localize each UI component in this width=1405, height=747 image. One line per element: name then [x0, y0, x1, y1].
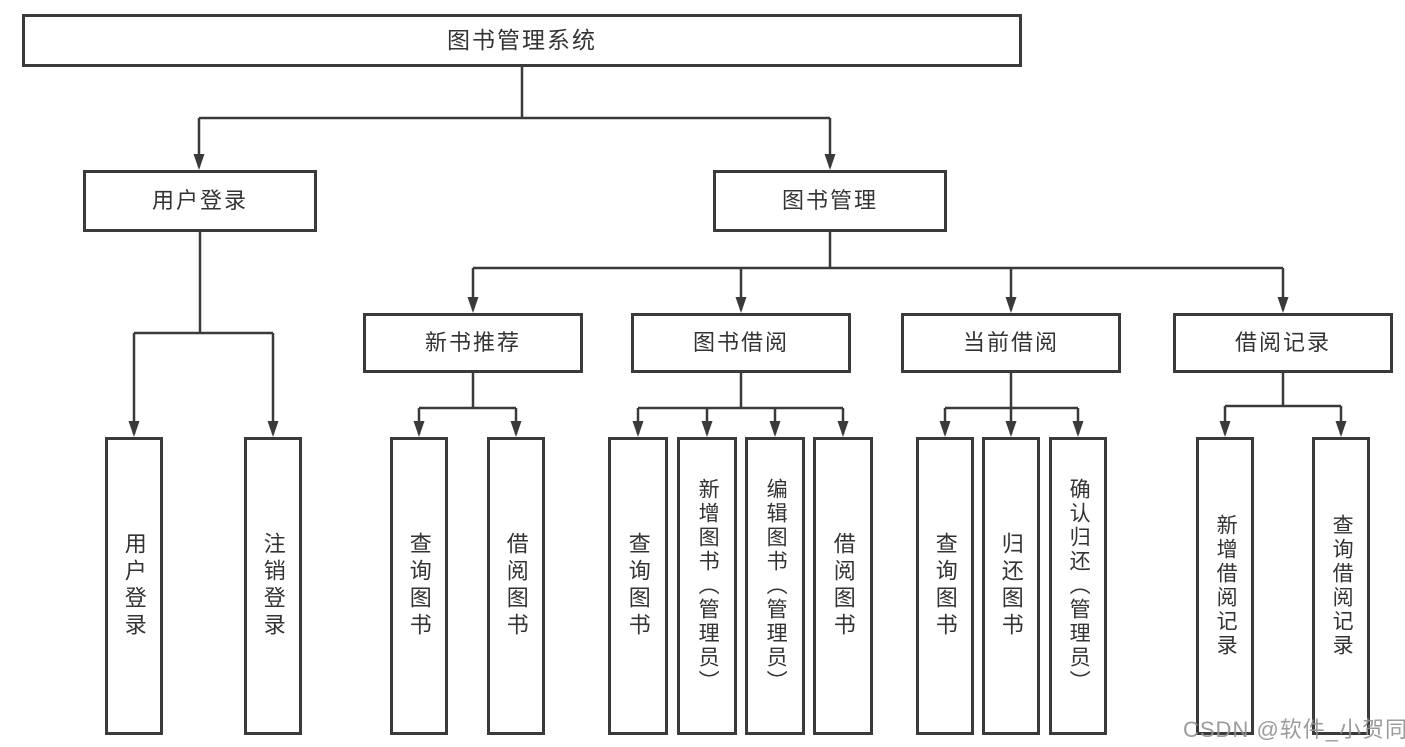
leaf-borrow-books: 借阅图书 [813, 437, 873, 735]
leaf-query-borrow-record: 查询借阅记录 [1312, 437, 1370, 735]
leaf-edit-books-admin: 编辑图书（管理员） [745, 437, 805, 735]
leaf-query-books-borrowing: 查询图书 [608, 437, 668, 735]
leaf-user-login: 用户登录 [105, 437, 163, 735]
leaf-add-borrow-record: 新增借阅记录 [1196, 437, 1254, 735]
leaf-logout: 注销登录 [244, 437, 302, 735]
leaf-return-books: 归还图书 [982, 437, 1040, 735]
node-library-management-system: 图书管理系统 [22, 14, 1022, 67]
node-book-management: 图书管理 [713, 170, 947, 232]
node-borrowing-records: 借阅记录 [1173, 313, 1393, 373]
node-book-borrowing: 图书借阅 [631, 313, 851, 373]
leaf-query-books-recommend: 查询图书 [390, 437, 448, 735]
leaf-add-books-admin: 新增图书（管理员） [677, 437, 737, 735]
node-current-borrowing: 当前借阅 [901, 313, 1121, 373]
leaf-query-books-current: 查询图书 [916, 437, 974, 735]
leaf-confirm-return-admin: 确认归还（管理员） [1049, 437, 1107, 735]
csdn-watermark: CSDN @软件_小贺同学 [1183, 717, 1405, 742]
node-new-book-recommendation: 新书推荐 [363, 313, 583, 373]
node-user-login: 用户登录 [83, 170, 317, 232]
leaf-borrow-books-recommend: 借阅图书 [487, 437, 545, 735]
